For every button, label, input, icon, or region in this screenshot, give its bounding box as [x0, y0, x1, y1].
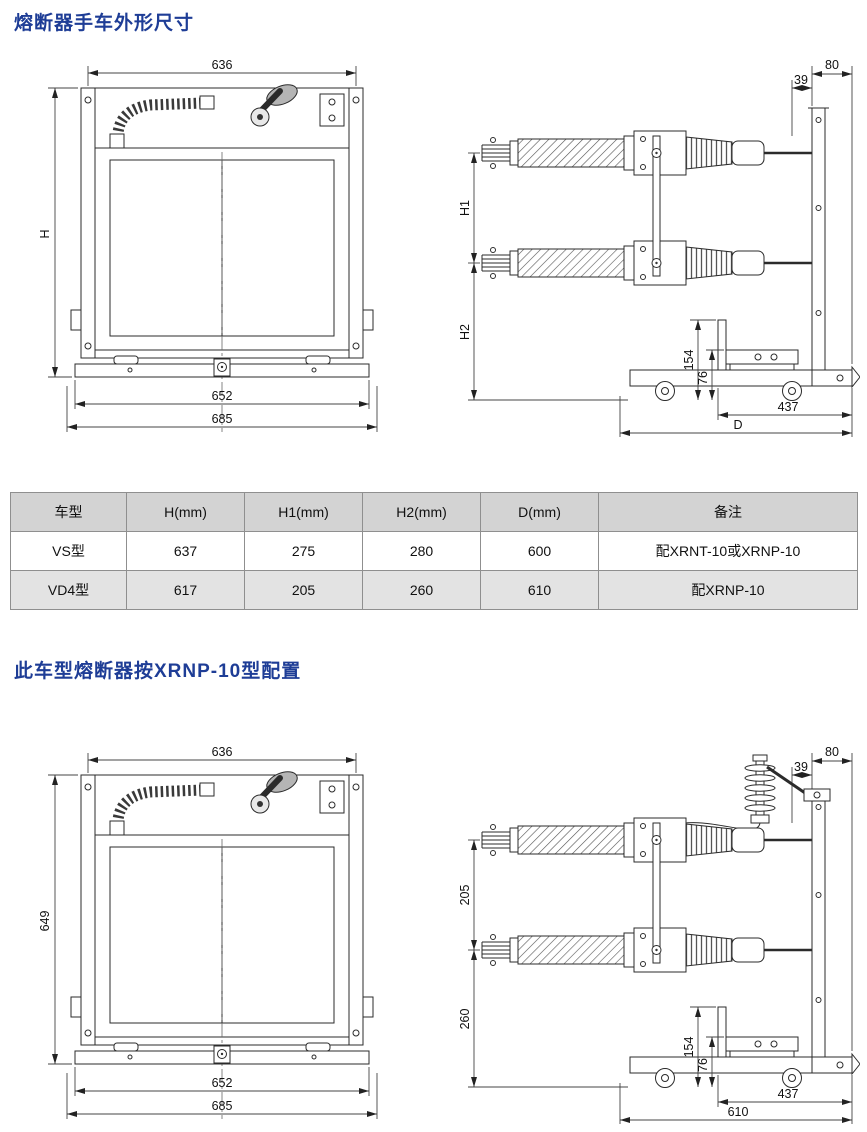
dim-label-top-offset-outer: 80 [825, 58, 839, 72]
dim-label-overall-width: 685 [212, 412, 233, 426]
dim-label-base-width: 652 [212, 389, 233, 403]
cell-h2: 280 [362, 531, 481, 571]
dim-label-bracket-height: 154 [682, 350, 696, 371]
insulator [672, 754, 831, 831]
col-header-model: 车型 [10, 492, 127, 532]
cell-d: 610 [480, 570, 599, 610]
col-header-d: D(mm) [480, 492, 599, 532]
col-header-h2: H2(mm) [362, 492, 481, 532]
cell-model: VS型 [10, 531, 127, 571]
dim-lower-height: H2 [460, 263, 628, 401]
latch-bracket [319, 780, 345, 814]
dim-label-overall-depth: 610 [728, 1105, 749, 1119]
dim-label-bracket-offset: 76 [696, 1058, 710, 1072]
dim-label-lower-height: H2 [460, 324, 472, 340]
dimension-table: 车型 H(mm) H1(mm) H2(mm) D(mm) 备注 VS型 637 … [10, 492, 858, 610]
section-title-dimensions: 熔断器手车外形尺寸 [14, 13, 195, 34]
dim-height: H [38, 87, 78, 378]
cell-model: VD4型 [10, 570, 127, 610]
dim-base-depth: 437 [717, 388, 853, 437]
dim-label-bracket-offset: 76 [696, 371, 710, 385]
col-header-h1: H1(mm) [244, 492, 363, 532]
link-bar [651, 822, 662, 964]
fuse-assembly-bottom [481, 927, 812, 973]
cell-h2: 260 [362, 570, 481, 610]
flexible-conduit [109, 782, 215, 836]
dim-label-top-width: 636 [212, 58, 233, 72]
base-assembly [74, 1042, 370, 1065]
fuse-assembly-top [481, 130, 812, 176]
dim-overall-width: 685 [66, 386, 378, 432]
cell-note: 配XRNT-10或XRNP-10 [598, 531, 858, 571]
dim-label-top-offset-inner: 39 [794, 73, 808, 87]
section-title-xrnp-config: 此车型熔断器按XRNP-10型配置 [14, 661, 302, 682]
cart-frame [70, 774, 374, 1046]
latch-bracket [319, 93, 345, 127]
dim-height: 649 [38, 774, 78, 1065]
dim-label-base-depth: 437 [778, 400, 799, 414]
dim-base-depth: 437 [717, 1075, 853, 1124]
dim-top-offsets: 80 39 [791, 745, 853, 1051]
dim-overall-width: 685 [66, 1073, 378, 1119]
col-header-note: 备注 [598, 492, 858, 532]
dim-upper-height: H1 [460, 152, 480, 264]
table-row-vd4: VD4型 617 205 260 610 配XRNP-10 [10, 570, 858, 610]
dim-base-width: 652 [74, 380, 370, 409]
operating-lever [250, 84, 298, 127]
dim-label-lower-height: 260 [460, 1009, 472, 1030]
dim-base-width: 652 [74, 1067, 370, 1096]
cell-h1: 205 [244, 570, 363, 610]
cell-h: 617 [126, 570, 245, 610]
dim-bracket-offset: 76 [696, 1036, 724, 1087]
dim-label-base-depth: 437 [778, 1087, 799, 1101]
dim-top-width: 636 [87, 58, 357, 86]
dim-top-offsets: 80 39 [791, 58, 853, 364]
dim-top-width: 636 [87, 745, 357, 773]
dim-label-height: H [38, 229, 52, 238]
dim-label-top-offset-inner: 39 [794, 760, 808, 774]
fuse-assembly-bottom [481, 240, 812, 286]
dim-label-overall-depth: D [733, 418, 742, 432]
dim-label-upper-height: 205 [460, 885, 472, 906]
cell-h1: 275 [244, 531, 363, 571]
col-header-h: H(mm) [126, 492, 245, 532]
side-view-drawing-2: 80 39 [460, 745, 860, 1124]
front-view-drawing-1: 636 [38, 58, 378, 432]
operating-lever [250, 771, 298, 814]
base-assembly [629, 319, 860, 401]
dim-label-top-offset-outer: 80 [825, 745, 839, 759]
dim-label-bracket-height: 154 [682, 1037, 696, 1058]
mounting-plate [808, 107, 829, 371]
mounting-plate [808, 794, 829, 1058]
front-view-drawing-2: 636 [38, 745, 378, 1119]
dim-overall-depth: D [619, 396, 852, 437]
cell-d: 600 [480, 531, 599, 571]
dim-label-top-width: 636 [212, 745, 233, 759]
side-view-drawing-1: 80 39 [460, 58, 860, 437]
cell-note: 配XRNP-10 [598, 570, 858, 610]
dim-label-base-width: 652 [212, 1076, 233, 1090]
dim-bracket-height: 154 [682, 1006, 716, 1087]
base-assembly [74, 355, 370, 378]
dim-label-height: 649 [38, 911, 52, 932]
base-assembly [629, 1006, 860, 1088]
dim-overall-depth: 610 [619, 1083, 852, 1124]
dim-lower-height: 260 [460, 950, 628, 1088]
flexible-conduit [109, 95, 215, 149]
link-bar [651, 135, 662, 277]
table-header-row: 车型 H(mm) H1(mm) H2(mm) D(mm) 备注 [10, 492, 858, 532]
cell-h: 637 [126, 531, 245, 571]
dim-bracket-height: 154 [682, 319, 716, 400]
dim-bracket-offset: 76 [696, 349, 724, 400]
dim-label-overall-width: 685 [212, 1099, 233, 1113]
table-row-vs: VS型 637 275 280 600 配XRNT-10或XRNP-10 [10, 531, 858, 571]
dim-upper-height: 205 [460, 839, 480, 951]
dim-label-upper-height: H1 [460, 200, 472, 216]
fuse-assembly-top [481, 817, 812, 863]
